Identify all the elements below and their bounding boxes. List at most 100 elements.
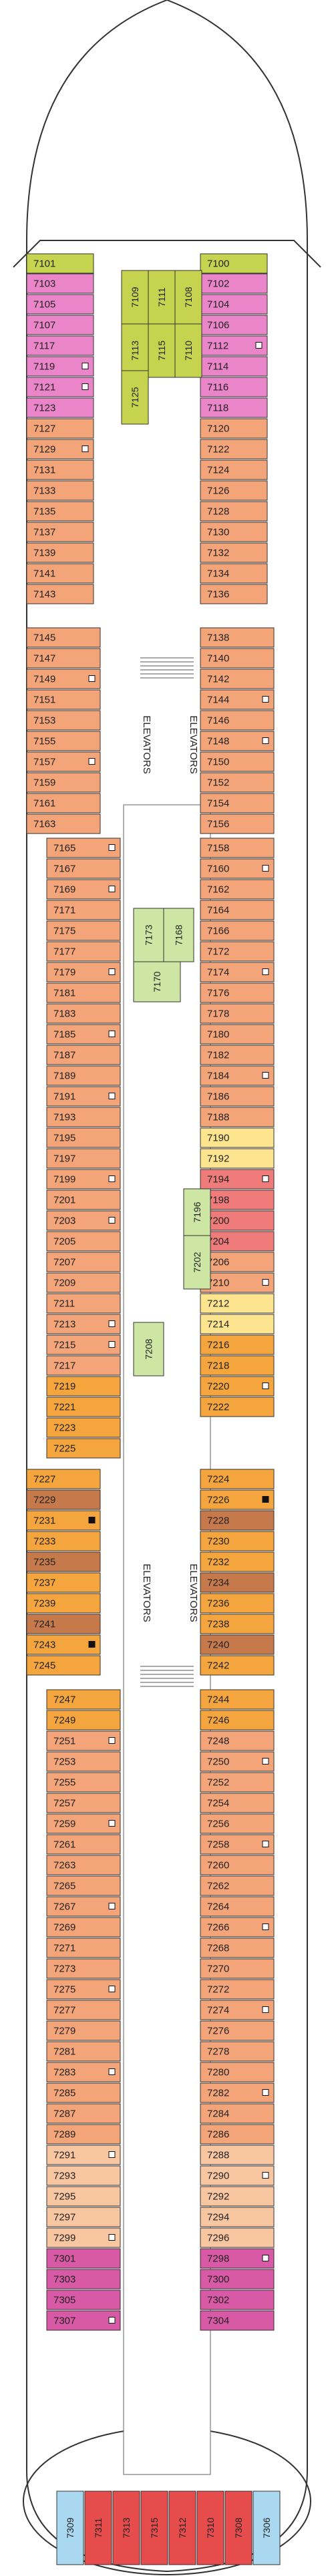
cabin-7133[interactable]: 7133 bbox=[26, 480, 94, 501]
cabin-7111[interactable]: 7111 bbox=[148, 270, 176, 325]
cabin-7247[interactable]: 7247 bbox=[46, 1689, 121, 1710]
cabin-7105[interactable]: 7105 bbox=[26, 294, 94, 315]
cabin-7276[interactable]: 7276 bbox=[200, 2020, 275, 2041]
cabin-7115[interactable]: 7115 bbox=[148, 323, 176, 378]
cabin-7174[interactable]: 7174 bbox=[200, 962, 275, 982]
cabin-7253[interactable]: 7253 bbox=[46, 1751, 121, 1772]
cabin-7143[interactable]: 7143 bbox=[26, 584, 94, 604]
cabin-7277[interactable]: 7277 bbox=[46, 2000, 121, 2020]
cabin-7199[interactable]: 7199 bbox=[46, 1169, 121, 1189]
cabin-7182[interactable]: 7182 bbox=[200, 1045, 275, 1065]
cabin-7280[interactable]: 7280 bbox=[200, 2062, 275, 2082]
cabin-7209[interactable]: 7209 bbox=[46, 1272, 121, 1293]
cabin-7298[interactable]: 7298 bbox=[200, 2248, 275, 2269]
cabin-7157[interactable]: 7157 bbox=[26, 751, 101, 772]
cabin-7243[interactable]: 7243 bbox=[26, 1634, 101, 1655]
cabin-7213[interactable]: 7213 bbox=[46, 1314, 121, 1334]
cabin-7137[interactable]: 7137 bbox=[26, 522, 94, 542]
cabin-7112[interactable]: 7112 bbox=[200, 335, 268, 356]
cabin-7125[interactable]: 7125 bbox=[121, 370, 149, 425]
cabin-7275[interactable]: 7275 bbox=[46, 1979, 121, 2000]
cabin-7181[interactable]: 7181 bbox=[46, 982, 121, 1003]
cabin-7119[interactable]: 7119 bbox=[26, 356, 94, 377]
cabin-7299[interactable]: 7299 bbox=[46, 2227, 121, 2248]
cabin-7159[interactable]: 7159 bbox=[26, 772, 101, 793]
cabin-7166[interactable]: 7166 bbox=[200, 920, 275, 941]
cabin-7289[interactable]: 7289 bbox=[46, 2124, 121, 2145]
cabin-7224[interactable]: 7224 bbox=[200, 1469, 275, 1489]
cabin-7306[interactable]: 7306 bbox=[253, 2491, 281, 2565]
cabin-7127[interactable]: 7127 bbox=[26, 418, 94, 439]
cabin-7152[interactable]: 7152 bbox=[200, 772, 275, 793]
cabin-7313[interactable]: 7313 bbox=[112, 2491, 140, 2565]
cabin-7155[interactable]: 7155 bbox=[26, 731, 101, 751]
cabin-7126[interactable]: 7126 bbox=[200, 480, 268, 501]
cabin-7262[interactable]: 7262 bbox=[200, 1875, 275, 1896]
cabin-7108[interactable]: 7108 bbox=[174, 270, 202, 325]
cabin-7178[interactable]: 7178 bbox=[200, 1003, 275, 1024]
cabin-7309[interactable]: 7309 bbox=[56, 2491, 84, 2565]
cabin-7272[interactable]: 7272 bbox=[200, 1979, 275, 2000]
cabin-7101[interactable]: 7101 bbox=[26, 253, 94, 274]
cabin-7117[interactable]: 7117 bbox=[26, 335, 94, 356]
cabin-7232[interactable]: 7232 bbox=[200, 1551, 275, 1572]
cabin-7168[interactable]: 7168 bbox=[163, 908, 194, 962]
cabin-7297[interactable]: 7297 bbox=[46, 2207, 121, 2227]
cabin-7215[interactable]: 7215 bbox=[46, 1334, 121, 1355]
cabin-7249[interactable]: 7249 bbox=[46, 1710, 121, 1730]
cabin-7226[interactable]: 7226 bbox=[200, 1489, 275, 1510]
cabin-7164[interactable]: 7164 bbox=[200, 900, 275, 920]
cabin-7172[interactable]: 7172 bbox=[200, 941, 275, 962]
cabin-7184[interactable]: 7184 bbox=[200, 1065, 275, 1086]
cabin-7250[interactable]: 7250 bbox=[200, 1751, 275, 1772]
cabin-7179[interactable]: 7179 bbox=[46, 962, 121, 982]
cabin-7140[interactable]: 7140 bbox=[200, 648, 275, 669]
cabin-7132[interactable]: 7132 bbox=[200, 542, 268, 563]
cabin-7212[interactable]: 7212 bbox=[200, 1293, 275, 1314]
cabin-7135[interactable]: 7135 bbox=[26, 501, 94, 522]
cabin-7145[interactable]: 7145 bbox=[26, 627, 101, 648]
cabin-7110[interactable]: 7110 bbox=[174, 323, 202, 378]
cabin-7100[interactable]: 7100 bbox=[200, 253, 268, 274]
cabin-7171[interactable]: 7171 bbox=[46, 900, 121, 920]
cabin-7196[interactable]: 7196 bbox=[183, 1188, 211, 1236]
cabin-7223[interactable]: 7223 bbox=[46, 1417, 121, 1438]
cabin-7156[interactable]: 7156 bbox=[200, 813, 275, 834]
cabin-7187[interactable]: 7187 bbox=[46, 1045, 121, 1065]
cabin-7285[interactable]: 7285 bbox=[46, 2082, 121, 2103]
cabin-7161[interactable]: 7161 bbox=[26, 793, 101, 813]
cabin-7142[interactable]: 7142 bbox=[200, 669, 275, 689]
cabin-7312[interactable]: 7312 bbox=[168, 2491, 196, 2565]
cabin-7220[interactable]: 7220 bbox=[200, 1376, 275, 1397]
cabin-7173[interactable]: 7173 bbox=[133, 908, 164, 962]
cabin-7185[interactable]: 7185 bbox=[46, 1024, 121, 1045]
cabin-7231[interactable]: 7231 bbox=[26, 1510, 101, 1531]
cabin-7255[interactable]: 7255 bbox=[46, 1772, 121, 1793]
cabin-7160[interactable]: 7160 bbox=[200, 858, 275, 879]
cabin-7103[interactable]: 7103 bbox=[26, 273, 94, 294]
cabin-7190[interactable]: 7190 bbox=[200, 1127, 275, 1148]
cabin-7146[interactable]: 7146 bbox=[200, 710, 275, 731]
cabin-7252[interactable]: 7252 bbox=[200, 1772, 275, 1793]
cabin-7240[interactable]: 7240 bbox=[200, 1634, 275, 1655]
cabin-7210[interactable]: 7210 bbox=[200, 1272, 275, 1293]
cabin-7302[interactable]: 7302 bbox=[200, 2289, 275, 2310]
cabin-7202[interactable]: 7202 bbox=[183, 1235, 211, 1290]
cabin-7134[interactable]: 7134 bbox=[200, 563, 268, 584]
cabin-7106[interactable]: 7106 bbox=[200, 315, 268, 335]
cabin-7251[interactable]: 7251 bbox=[46, 1730, 121, 1751]
cabin-7186[interactable]: 7186 bbox=[200, 1086, 275, 1107]
cabin-7273[interactable]: 7273 bbox=[46, 1958, 121, 1979]
cabin-7131[interactable]: 7131 bbox=[26, 459, 94, 480]
cabin-7214[interactable]: 7214 bbox=[200, 1314, 275, 1334]
cabin-7206[interactable]: 7206 bbox=[200, 1252, 275, 1272]
cabin-7118[interactable]: 7118 bbox=[200, 397, 268, 418]
cabin-7301[interactable]: 7301 bbox=[46, 2248, 121, 2269]
cabin-7130[interactable]: 7130 bbox=[200, 522, 268, 542]
cabin-7222[interactable]: 7222 bbox=[200, 1397, 275, 1417]
cabin-7244[interactable]: 7244 bbox=[200, 1689, 275, 1710]
cabin-7292[interactable]: 7292 bbox=[200, 2186, 275, 2207]
cabin-7200[interactable]: 7200 bbox=[200, 1210, 275, 1231]
cabin-7287[interactable]: 7287 bbox=[46, 2103, 121, 2124]
cabin-7122[interactable]: 7122 bbox=[200, 439, 268, 459]
